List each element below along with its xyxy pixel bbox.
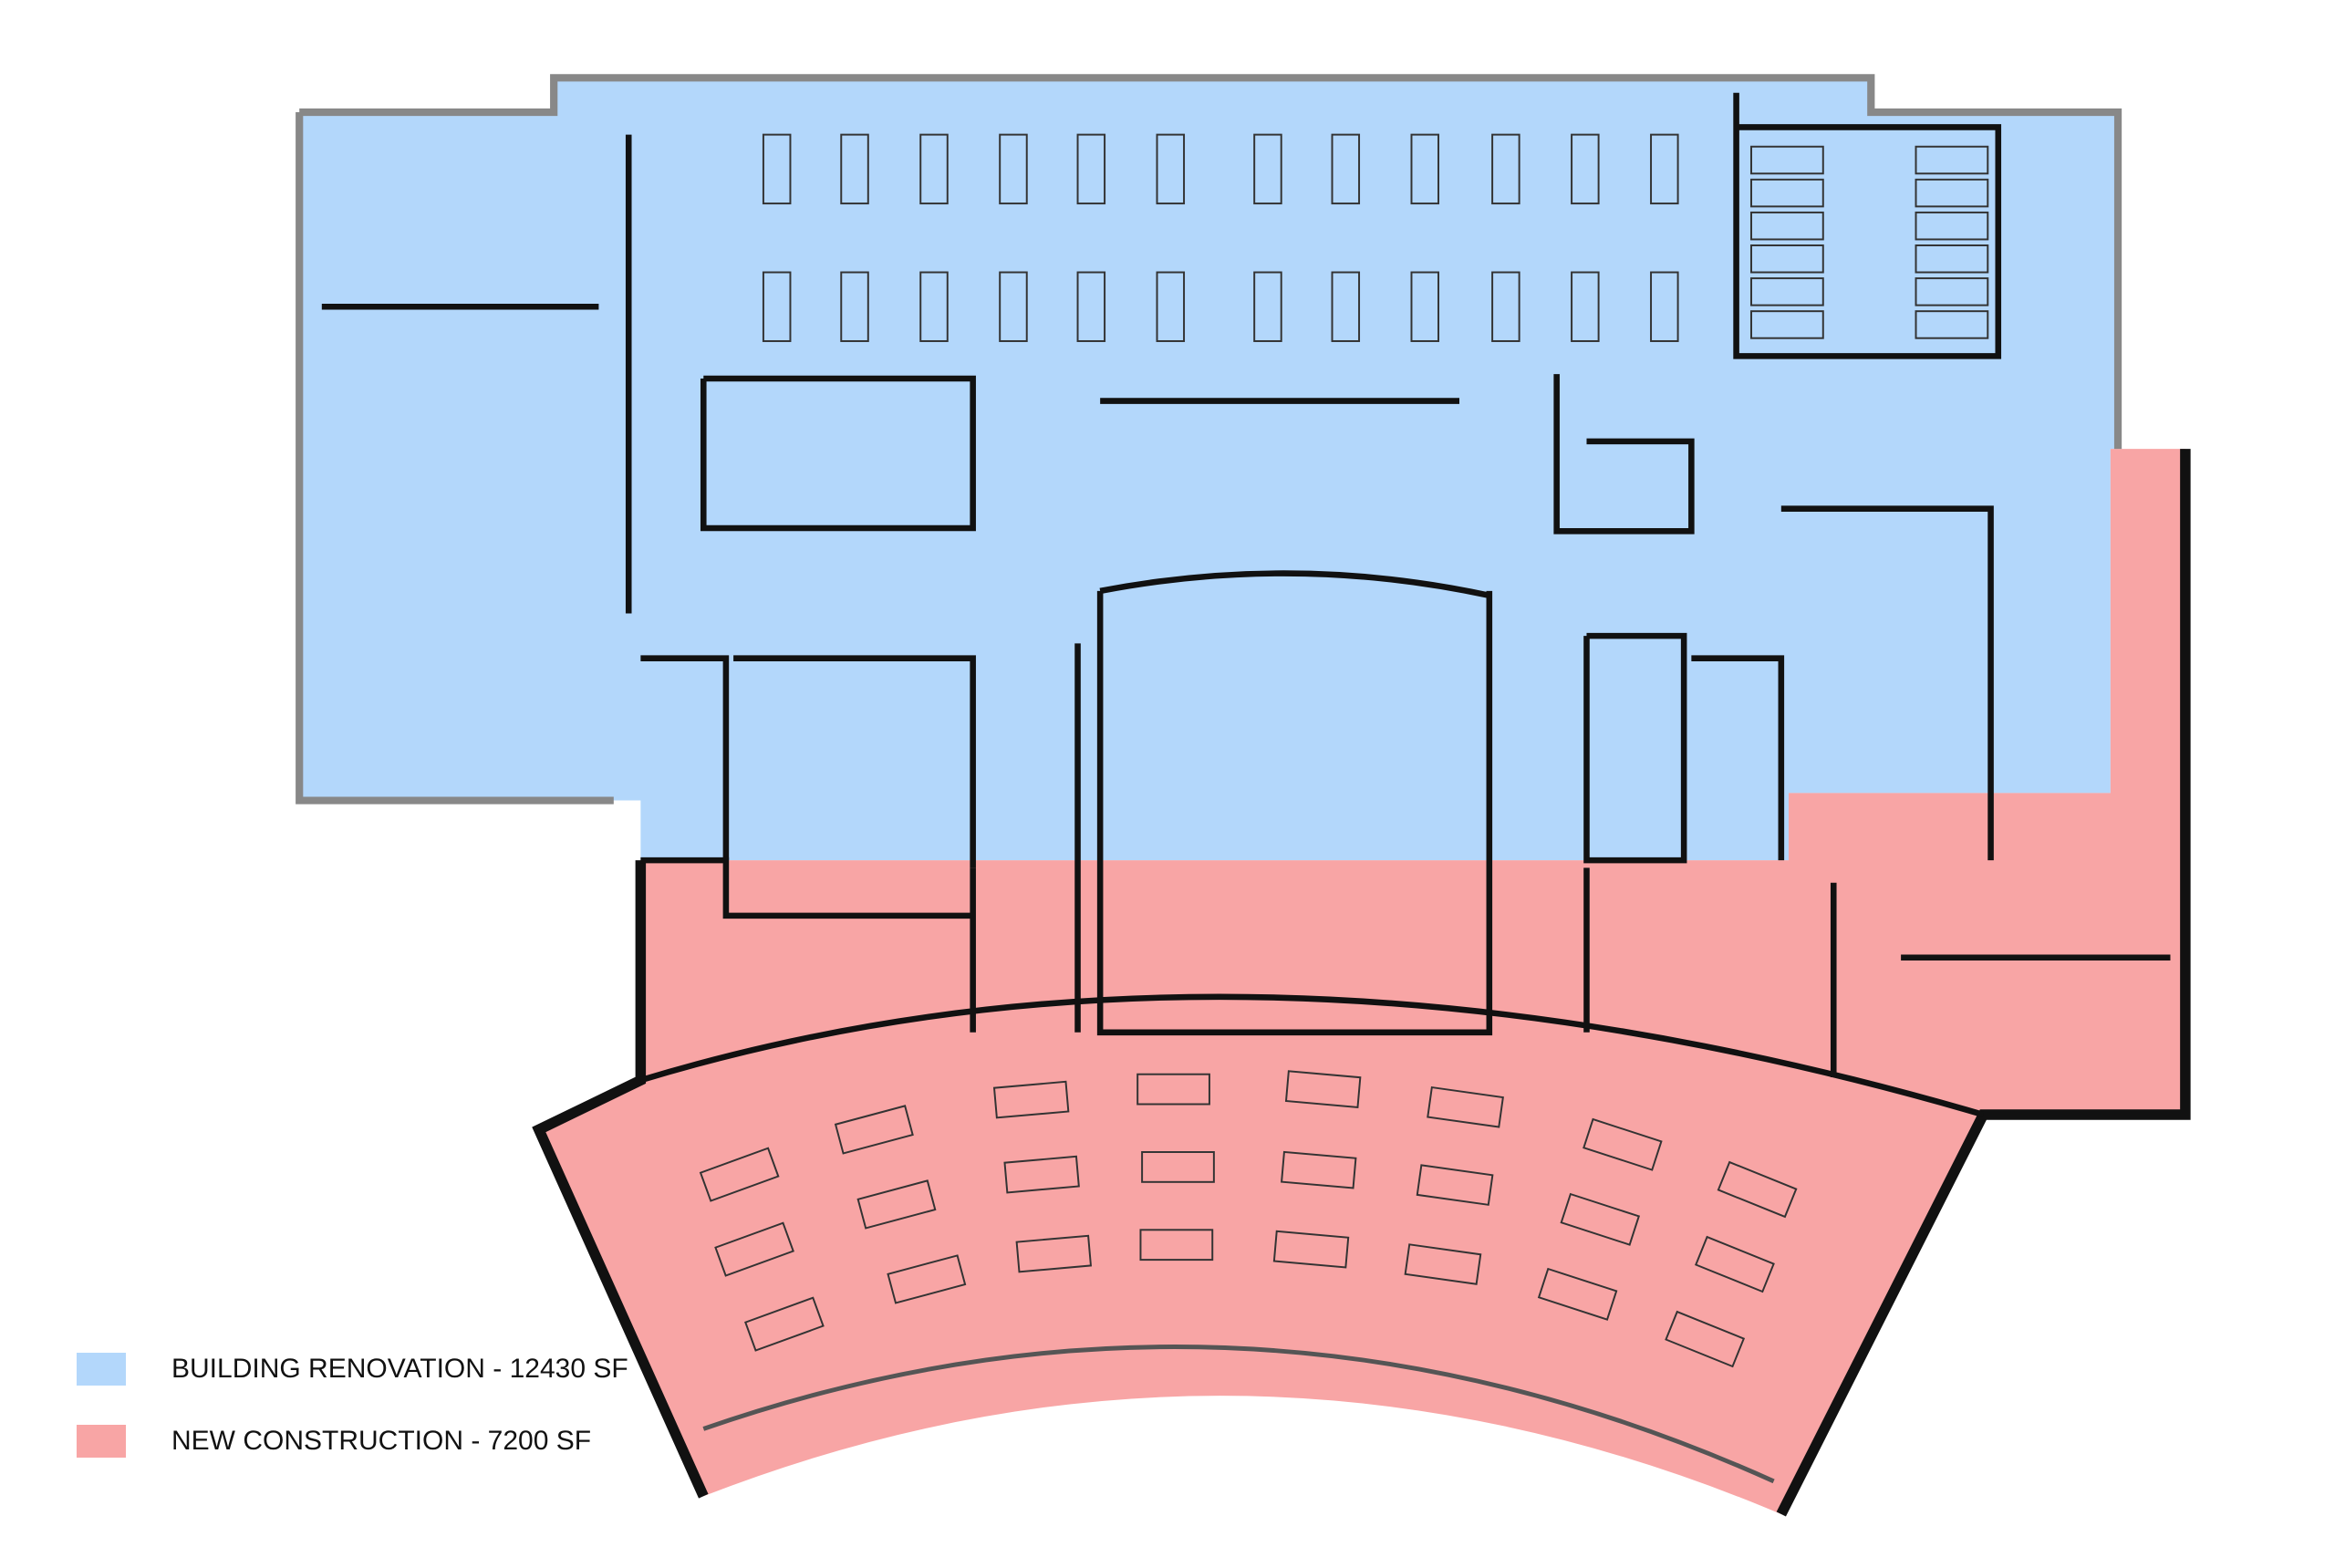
lab-bench bbox=[1156, 271, 1186, 342]
renovation-swatch bbox=[77, 1353, 126, 1386]
lab-bench bbox=[1650, 271, 1679, 342]
lab-bench bbox=[887, 1254, 967, 1304]
lab-bench bbox=[1404, 1243, 1482, 1285]
lab-bench bbox=[1650, 133, 1679, 205]
lab-bench bbox=[1750, 211, 1824, 241]
lab-bench bbox=[1076, 271, 1106, 342]
lab-bench bbox=[1665, 1310, 1746, 1368]
lab-bench bbox=[1750, 145, 1824, 175]
lab-bench bbox=[999, 133, 1028, 205]
lab-bench bbox=[1571, 271, 1600, 342]
lab-bench bbox=[840, 133, 869, 205]
legend-label-new-construction: NEW CONSTRUCTION - 7200 SF bbox=[171, 1426, 592, 1456]
lab-bench bbox=[1272, 1230, 1350, 1269]
lab-bench bbox=[992, 1080, 1070, 1119]
lab-bench bbox=[1915, 145, 1989, 175]
lab-bench bbox=[999, 271, 1028, 342]
lab-bench bbox=[856, 1179, 937, 1230]
lab-bench bbox=[1750, 310, 1824, 339]
lab-bench bbox=[1003, 1155, 1080, 1194]
lab-bench bbox=[744, 1296, 825, 1352]
lab-bench bbox=[1750, 277, 1824, 306]
lab-bench bbox=[699, 1147, 780, 1202]
lab-bench bbox=[1695, 1235, 1775, 1293]
lab-bench bbox=[1076, 133, 1106, 205]
lab-bench bbox=[714, 1221, 794, 1277]
lab-bench bbox=[1750, 244, 1824, 274]
walls bbox=[296, 74, 2191, 1517]
lab-bench bbox=[1136, 1073, 1210, 1106]
lab-bench bbox=[1560, 1192, 1641, 1246]
lab-bench bbox=[1583, 1117, 1663, 1171]
lab-bench bbox=[1717, 1160, 1798, 1219]
lab-bench bbox=[834, 1105, 914, 1155]
lab-bench bbox=[1139, 1229, 1214, 1262]
lab-bench bbox=[1750, 178, 1824, 208]
lab-bench bbox=[1416, 1164, 1494, 1206]
lab-bench bbox=[1331, 133, 1361, 205]
new-construction-area bbox=[538, 449, 2185, 1514]
lab-bench bbox=[1331, 271, 1361, 342]
lab-bench bbox=[1427, 1085, 1504, 1128]
lab-bench bbox=[919, 133, 949, 205]
lab-bench bbox=[762, 133, 792, 205]
lab-bench bbox=[1491, 271, 1520, 342]
lab-bench bbox=[1915, 244, 1989, 274]
lab-bench bbox=[1491, 133, 1520, 205]
lab-bench bbox=[840, 271, 869, 342]
legend-item-new-construction: NEW CONSTRUCTION - 7200 SF bbox=[77, 1425, 591, 1458]
lab-bench bbox=[1537, 1267, 1618, 1321]
lab-bench bbox=[1915, 178, 1989, 208]
lab-bench bbox=[1915, 277, 1989, 306]
lab-bench bbox=[1410, 271, 1440, 342]
lab-bench bbox=[1410, 133, 1440, 205]
lab-bench bbox=[762, 271, 792, 342]
lab-bench bbox=[919, 271, 949, 342]
lab-bench bbox=[1915, 211, 1989, 241]
lab-bench bbox=[1915, 310, 1989, 339]
legend-label-renovation: BUILDING RENOVATION - 12430 SF bbox=[171, 1354, 628, 1384]
lab-bench bbox=[1281, 1150, 1357, 1189]
legend-item-renovation: BUILDING RENOVATION - 12430 SF bbox=[77, 1353, 628, 1386]
lab-bench bbox=[1015, 1234, 1093, 1273]
lab-bench bbox=[1284, 1070, 1362, 1108]
new-construction-zone bbox=[538, 449, 2185, 1514]
furniture bbox=[699, 133, 1989, 1368]
new-construction-swatch bbox=[77, 1425, 126, 1458]
lab-bench bbox=[1156, 133, 1186, 205]
lab-bench bbox=[1141, 1151, 1215, 1183]
renovation-zone bbox=[299, 78, 2119, 861]
lab-bench bbox=[1253, 271, 1282, 342]
renovation-area bbox=[299, 78, 2119, 861]
lab-bench bbox=[1571, 133, 1600, 205]
lab-bench bbox=[1253, 133, 1282, 205]
